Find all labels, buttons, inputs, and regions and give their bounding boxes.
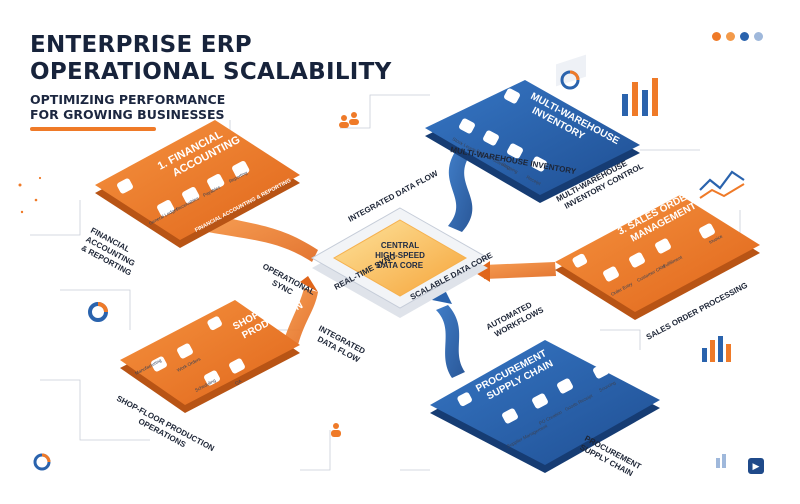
module-production: SHOP-FLOOR PRODUCTION Manufacturing Work…: [120, 291, 305, 413]
decor-dots: [712, 32, 772, 44]
donut-chart-icon-small: [33, 453, 51, 471]
module-financial-accounting: 1. FINANCIAL ACCOUNTING General Ledger R…: [95, 120, 300, 248]
procurement-icon-tiles: [457, 363, 609, 424]
title-underline: [30, 127, 156, 131]
central-data-core: CENTRAL HIGH-SPEED DATA CORE REAL-TIME S…: [310, 207, 495, 318]
decor-dots-orange: [18, 176, 42, 214]
page-subtitle: OPTIMIZING PERFORMANCE FOR GROWING BUSIN…: [30, 92, 330, 122]
flow-band-production: [284, 276, 318, 345]
title-line-1: ENTERPRISE ERP: [30, 32, 252, 58]
pie-chart-icon: [556, 54, 586, 90]
dot-blue-light: [754, 32, 763, 41]
flow-band-sales: [474, 261, 556, 282]
production-icon-tiles: [151, 316, 245, 386]
inventory-icon-tiles: [459, 88, 547, 172]
production-item-4: QA: [234, 378, 243, 386]
donut-chart-icon: [88, 302, 108, 322]
users-icon: [339, 112, 359, 128]
subtitle-line-1: OPTIMIZING PERFORMANCE: [30, 92, 226, 107]
subtitle-line-2: FOR GROWING BUSINESSES: [30, 107, 225, 122]
bottom-right-bars: [716, 454, 726, 468]
financial-icon-tiles: [117, 161, 250, 217]
module-sales-order: 3. SALES ORDER MANAGEMENT Order Entry Cu…: [555, 188, 760, 320]
core-line-2: HIGH-SPEED: [375, 251, 425, 260]
flow-band-procurement: [432, 288, 465, 378]
dot-orange-light: [726, 32, 735, 41]
dot-orange: [712, 32, 721, 41]
dot-blue: [740, 32, 749, 41]
line-chart-icon: [699, 170, 745, 199]
page-title: ENTERPRISE ERP OPERATIONAL SCALABILITY: [30, 32, 420, 86]
module-inventory: MULTI-WAREHOUSE INVENTORY Stock Levels B…: [425, 80, 640, 203]
title-line-2: OPERATIONAL SCALABILITY: [30, 59, 392, 85]
bar-chart-icon: [622, 78, 658, 116]
sales-item-4: Invoice: [708, 233, 724, 244]
flow-band-financial: [208, 215, 318, 262]
bar-chart-icon-lower: [702, 336, 731, 362]
sales-icon-tiles: [572, 223, 715, 282]
person-icon: [331, 423, 341, 437]
core-line-1: CENTRAL: [381, 241, 419, 250]
next-arrow-icon[interactable]: ▶: [748, 458, 764, 474]
core-line-3: DATA CORE: [377, 261, 424, 270]
